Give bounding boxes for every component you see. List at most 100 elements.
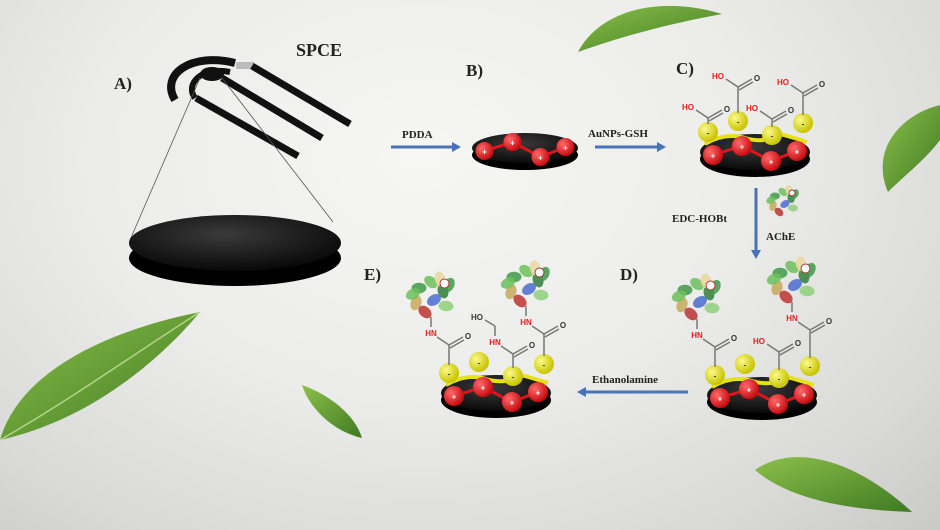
enzyme-ligand	[800, 263, 811, 274]
bond	[543, 325, 559, 335]
bond	[759, 110, 773, 120]
arrow-edc	[751, 188, 761, 259]
leaf-top	[578, 5, 722, 52]
bond	[778, 343, 794, 353]
plus-sign: +	[776, 401, 781, 410]
leaf-small	[302, 385, 362, 438]
oxygen-label: O	[826, 317, 832, 326]
amine-label: HN	[520, 318, 532, 327]
positive-bead	[531, 148, 550, 166]
oxygen-label: O	[529, 341, 535, 350]
enzyme-strand	[533, 289, 549, 301]
enzyme-strand	[522, 283, 536, 295]
bond	[449, 339, 465, 349]
plus-sign: +	[747, 386, 752, 395]
enzyme-strand	[788, 204, 798, 212]
bond	[715, 341, 731, 351]
plus-sign: +	[510, 399, 515, 408]
minus-sign: -	[802, 120, 805, 129]
bond	[809, 321, 825, 331]
enzyme-strand	[693, 296, 707, 308]
positive-bead	[768, 394, 788, 414]
enzyme-strand	[785, 260, 799, 274]
hydroxyl-label: HO	[712, 72, 724, 81]
bond	[779, 346, 795, 356]
bond	[707, 109, 723, 119]
ache-enzyme-e2	[500, 260, 550, 308]
oxygen-label: O	[795, 339, 801, 348]
minus-sign: -	[737, 118, 740, 127]
minus-sign: -	[771, 132, 774, 141]
enzyme-strand	[684, 307, 698, 321]
bond	[771, 110, 787, 120]
enzyme-strand	[779, 290, 793, 304]
pdda-chain	[453, 385, 539, 404]
bond	[513, 348, 529, 358]
plus-sign: +	[538, 154, 543, 163]
minus-sign: -	[512, 373, 515, 382]
oxygen-label: O	[788, 106, 794, 115]
plus-sign: +	[795, 148, 800, 157]
hydroxyl-label: HO	[471, 313, 483, 322]
positive-bead	[473, 377, 493, 397]
enzyme-strand	[766, 273, 782, 285]
panel-label-d: D)	[620, 265, 638, 284]
ache-enzyme-d1	[671, 273, 721, 321]
bond	[531, 325, 545, 335]
minus-sign: -	[744, 361, 747, 370]
ache-enzyme-e1	[405, 271, 455, 319]
bond	[436, 336, 450, 346]
oxygen-label: O	[724, 105, 730, 114]
negative-bead	[762, 125, 782, 145]
bond	[714, 338, 730, 348]
panel-label-c: C)	[676, 59, 694, 78]
pdda-chain	[712, 144, 798, 163]
minus-sign: -	[448, 370, 451, 379]
bond	[797, 321, 811, 331]
minus-sign: -	[714, 372, 717, 381]
bond	[725, 78, 739, 88]
oxygen-label: O	[560, 321, 566, 330]
negative-bead	[800, 356, 820, 376]
enzyme-strand	[427, 294, 441, 306]
electrode-b: ++++	[472, 133, 578, 170]
enzyme-strand	[788, 279, 802, 291]
plus-sign: +	[536, 389, 541, 398]
bond	[544, 328, 560, 338]
bond	[448, 336, 464, 346]
negative-bead	[705, 365, 725, 385]
arrow-aunps	[595, 142, 666, 152]
negative-bead	[439, 363, 459, 383]
enzyme-ligand	[705, 280, 716, 291]
hydroxyl-label: HO	[682, 103, 694, 112]
step-label-pdda: PDDA	[402, 129, 433, 141]
bond	[708, 112, 724, 122]
minus-sign: -	[778, 375, 781, 384]
positive-bead	[556, 138, 575, 156]
bond	[802, 84, 818, 94]
positive-bead	[761, 151, 781, 171]
spce-title: SPCE	[296, 40, 342, 60]
plus-sign: +	[510, 139, 515, 148]
bond	[772, 113, 788, 123]
positive-bead	[794, 384, 814, 404]
leaf-bottom-right	[755, 457, 912, 512]
step-label-ache: AChE	[766, 231, 795, 243]
amine-label: HN	[425, 329, 437, 338]
ache-enzyme-d2	[766, 256, 816, 304]
negative-bead	[698, 122, 718, 142]
bond	[766, 343, 780, 353]
positive-bead	[710, 388, 730, 408]
panel-label-b: B)	[466, 61, 483, 80]
negative-bead	[735, 354, 755, 374]
oxygen-label: O	[754, 74, 760, 83]
bond	[702, 338, 716, 348]
spce-electrode	[129, 56, 352, 286]
bond	[484, 319, 496, 327]
pdda-chain	[719, 387, 805, 406]
plus-sign: +	[740, 143, 745, 152]
minus-sign: -	[478, 359, 481, 368]
plus-sign: +	[452, 393, 457, 402]
